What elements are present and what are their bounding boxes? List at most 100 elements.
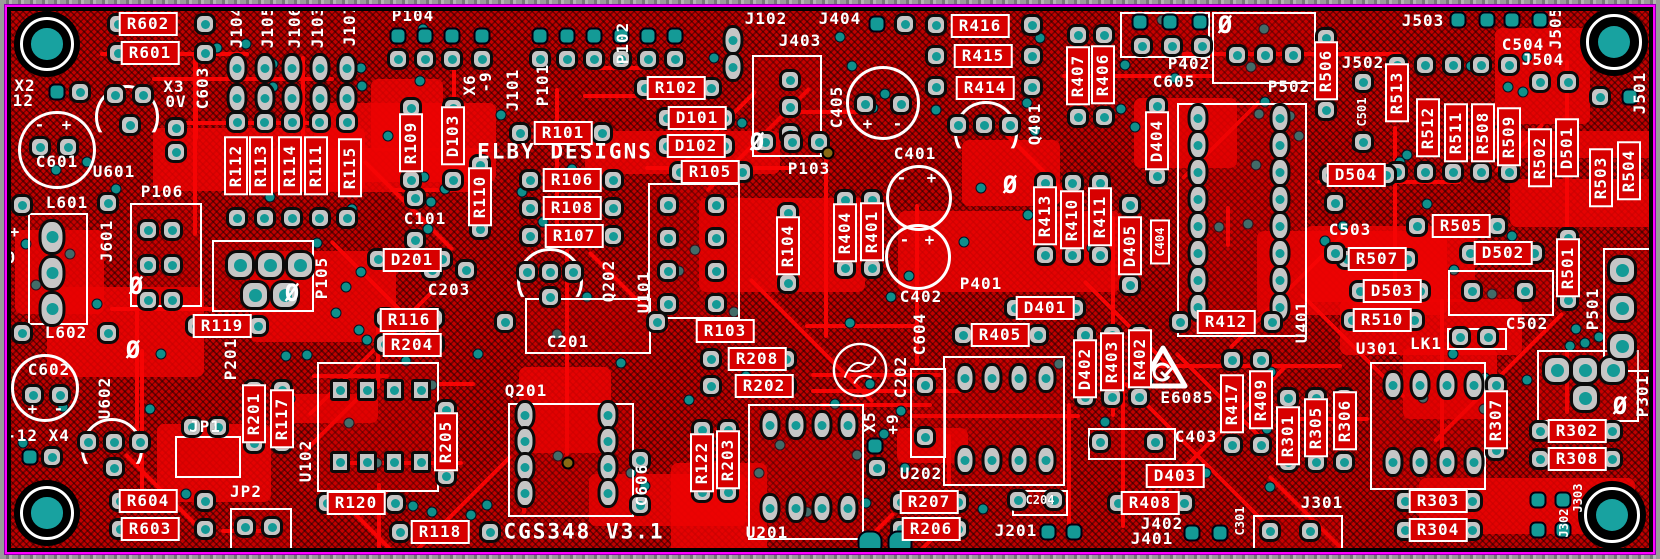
silkscreen-label-C301: C301 xyxy=(1233,506,1247,536)
pad xyxy=(1557,71,1579,93)
pad xyxy=(254,53,275,83)
via xyxy=(1447,348,1459,360)
via xyxy=(683,394,695,406)
silkscreen-label-: - xyxy=(892,114,904,133)
via xyxy=(414,75,426,87)
silkscreen-label-X5: X5 xyxy=(860,411,879,433)
mounting-hole-drill xyxy=(1597,25,1631,59)
pad xyxy=(1161,13,1179,31)
pad xyxy=(1442,54,1464,76)
via xyxy=(356,80,368,92)
pad xyxy=(516,261,538,283)
via xyxy=(615,357,627,369)
mounting-hole-ring xyxy=(1586,14,1642,70)
pad xyxy=(705,260,727,282)
copper-trace xyxy=(583,94,638,99)
silkscreen-label-R406: R406 xyxy=(1091,45,1115,105)
silkscreen-label-: - xyxy=(896,168,908,187)
pad xyxy=(414,48,436,70)
copper-trace xyxy=(911,414,1080,419)
via xyxy=(1213,221,1225,233)
no-connect-icon: Ø xyxy=(1002,171,1018,199)
via xyxy=(1129,121,1141,133)
via xyxy=(64,248,76,260)
component-outline xyxy=(175,436,241,478)
via xyxy=(958,236,970,248)
via xyxy=(355,266,367,278)
pad xyxy=(165,141,187,163)
pad xyxy=(1269,103,1291,133)
silkscreen-label-R411: R411 xyxy=(1088,187,1112,247)
pad xyxy=(1119,274,1141,296)
pad xyxy=(270,280,300,310)
pad xyxy=(38,219,66,255)
pad xyxy=(1187,103,1209,133)
via xyxy=(17,437,29,449)
pad xyxy=(416,27,434,45)
via xyxy=(1293,130,1305,142)
via xyxy=(1337,220,1349,232)
silkscreen-label-R105: R105 xyxy=(680,160,740,184)
pad xyxy=(700,375,722,397)
pad xyxy=(914,426,936,448)
silkscreen-label-: + xyxy=(926,168,938,187)
silkscreen-label-R111: R111 xyxy=(304,136,328,196)
pad xyxy=(639,27,657,45)
pad xyxy=(1324,192,1346,214)
via xyxy=(895,405,907,417)
pad xyxy=(1269,130,1291,160)
pad xyxy=(861,257,883,279)
pad xyxy=(1498,54,1520,76)
pad xyxy=(308,111,331,133)
silkscreen-label-R412: R412 xyxy=(1196,310,1256,334)
silkscreen-label-R205: R205 xyxy=(434,412,458,472)
silkscreen-label-L602: L602 xyxy=(44,323,88,342)
pad xyxy=(57,136,79,158)
pad xyxy=(97,192,119,214)
silkscreen-label-J403: J403 xyxy=(778,31,822,50)
pad xyxy=(261,516,283,538)
silkscreen-label-: + xyxy=(862,114,874,133)
via xyxy=(495,109,507,121)
pad xyxy=(947,114,969,136)
pad xyxy=(1008,445,1030,475)
silkscreen-label-D402: D402 xyxy=(1073,339,1097,399)
pad xyxy=(455,259,477,281)
silkscreen-label-R505: R505 xyxy=(1431,214,1491,238)
silkscreen-label-R511: R511 xyxy=(1444,103,1468,163)
via xyxy=(975,182,987,194)
silkscreen-label-R301: R301 xyxy=(1276,406,1300,466)
silkscreen-label-LK1: LK1 xyxy=(1410,334,1442,353)
pad xyxy=(281,111,303,133)
silkscreen-label-C605: C605 xyxy=(1152,72,1196,91)
pad xyxy=(1436,447,1458,477)
via xyxy=(885,291,897,303)
pad xyxy=(1093,106,1115,128)
silkscreen-label-R501: R501 xyxy=(1556,238,1580,298)
copper-trace xyxy=(348,460,464,465)
pad xyxy=(1477,326,1499,348)
silkscreen-label-R506: R506 xyxy=(1314,41,1338,101)
copper-trace xyxy=(110,307,216,312)
copper-trace xyxy=(811,388,972,393)
pad xyxy=(226,207,248,229)
pad xyxy=(954,363,976,393)
pad xyxy=(161,289,183,311)
pad xyxy=(1169,311,1191,333)
silkscreen-label-R413: R413 xyxy=(1033,186,1057,246)
pad xyxy=(29,136,51,158)
pad xyxy=(411,379,431,401)
silkscreen-label-Q201: Q201 xyxy=(504,381,548,400)
via xyxy=(639,480,651,492)
no-connect-icon: Ø xyxy=(1612,392,1628,420)
pad xyxy=(1261,311,1283,333)
silkscreen-label-P402: P402 xyxy=(1167,54,1211,73)
pad xyxy=(1607,293,1637,323)
silkscreen-label-R102: R102 xyxy=(646,76,706,100)
silkscreen-label-P502: P502 xyxy=(1267,77,1311,96)
silkscreen-label-D503: D503 xyxy=(1362,279,1422,303)
silkscreen-label-P301: P301 xyxy=(1633,374,1649,418)
silkscreen-label-C602: C602 xyxy=(27,360,71,379)
silkscreen-label-: + xyxy=(924,230,936,249)
